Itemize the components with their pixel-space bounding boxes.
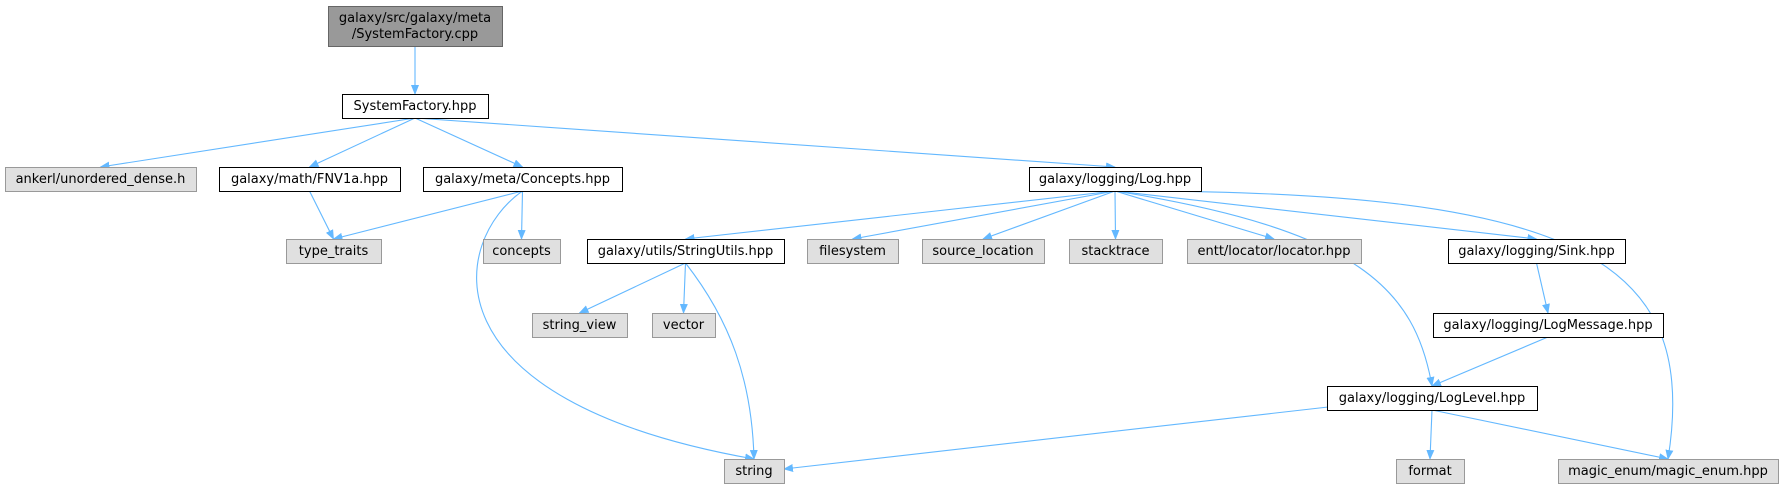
edge-log_hpp-to-filesystem (851, 190, 1116, 242)
edge-concepts_hpp-to-type_traits (332, 190, 523, 241)
edge-loglevel-to-string (783, 405, 1338, 472)
node-label: type_traits (299, 244, 369, 259)
node-logmessage[interactable]: galaxy/logging/LogMessage.hpp (1433, 313, 1664, 338)
node-stacktrace: stacktrace (1069, 239, 1163, 264)
node-type_traits: type_traits (286, 239, 382, 264)
node-label: galaxy/utils/StringUtils.hpp (598, 244, 774, 259)
edge-fnv1a-to-type_traits (309, 190, 334, 240)
node-box (1396, 459, 1465, 484)
edge-log_hpp-to-stacktrace (1111, 190, 1120, 240)
edge-systemfactory_hpp-to-log_hpp (414, 117, 1116, 171)
edge-sink-to-logmessage (1535, 262, 1550, 314)
node-label: magic_enum/magic_enum.hpp (1568, 464, 1768, 479)
node-box (922, 239, 1045, 264)
node-label: string (735, 464, 772, 479)
node-log_hpp[interactable]: galaxy/logging/Log.hpp (1029, 167, 1202, 192)
node-label: concepts (492, 244, 551, 259)
node-label: galaxy/meta/Concepts.hpp (435, 172, 610, 187)
node-box (1327, 386, 1538, 411)
node-concepts: concepts (483, 239, 561, 264)
node-stringutils[interactable]: galaxy/utils/StringUtils.hpp (587, 239, 785, 264)
node-label: vector (663, 318, 705, 333)
node-box (1448, 239, 1626, 264)
edge-stringutils-to-vector (679, 262, 688, 314)
node-fnv1a[interactable]: galaxy/math/FNV1a.hpp (219, 167, 401, 192)
node-box (328, 6, 503, 47)
node-label: source_location (932, 244, 1033, 259)
node-magic_enum: magic_enum/magic_enum.hpp (1558, 459, 1779, 484)
edge-loglevel-to-format (1426, 409, 1435, 460)
node-box (483, 239, 561, 264)
edge-log_hpp-to-stringutils (684, 190, 1116, 242)
node-box (1069, 239, 1163, 264)
edge-concepts_hpp-to-string (476, 190, 755, 462)
node-label: galaxy/src/galaxy/meta (339, 11, 491, 26)
node-label: ankerl/unordered_dense.h (16, 172, 186, 187)
node-label: galaxy/logging/Sink.hpp (1458, 244, 1615, 259)
node-box (1029, 167, 1202, 192)
node-label: galaxy/logging/LogLevel.hpp (1339, 391, 1526, 406)
edge-logmessage-to-loglevel (1431, 336, 1549, 387)
node-label: format (1408, 464, 1451, 479)
edge-loglevel-to-magic_enum (1431, 409, 1669, 462)
node-label: stacktrace (1081, 244, 1149, 259)
node-label: string_view (543, 318, 617, 333)
edge-concepts_hpp-to-concepts (517, 190, 526, 240)
node-loglevel[interactable]: galaxy/logging/LogLevel.hpp (1327, 386, 1538, 411)
node-box (1187, 239, 1362, 264)
edge-systemfactory_hpp-to-fnv1a (308, 117, 416, 168)
node-label: /SystemFactory.cpp (352, 27, 478, 42)
node-label: SystemFactory.hpp (354, 99, 477, 114)
node-box (807, 239, 899, 264)
node-box (1433, 313, 1664, 338)
node-systemfactory_hpp[interactable]: SystemFactory.hpp (342, 94, 489, 119)
node-label: galaxy/logging/LogMessage.hpp (1443, 318, 1652, 333)
node-box (724, 459, 785, 484)
node-string_view: string_view (532, 313, 628, 338)
edge-stringutils-to-string (685, 262, 758, 460)
node-vector: vector (652, 313, 716, 338)
node-sink[interactable]: galaxy/logging/Sink.hpp (1448, 239, 1626, 264)
node-root[interactable]: galaxy/src/galaxy/meta/SystemFactory.cpp (328, 6, 503, 47)
node-box (532, 313, 628, 338)
edge-log_hpp-to-source_location (982, 190, 1116, 240)
node-label: galaxy/math/FNV1a.hpp (231, 172, 388, 187)
node-box (219, 167, 401, 192)
node-label: galaxy/logging/Log.hpp (1039, 172, 1191, 187)
node-box (286, 239, 382, 264)
node-box (342, 94, 489, 119)
edge-systemfactory_hpp-to-unordered_dense (99, 117, 416, 170)
node-label: filesystem (819, 244, 886, 259)
node-box (423, 167, 623, 192)
node-source_location: source_location (922, 239, 1045, 264)
nodes-layer: galaxy/src/galaxy/meta/SystemFactory.cpp… (5, 6, 1779, 484)
node-locator: entt/locator/locator.hpp (1187, 239, 1362, 264)
node-format: format (1396, 459, 1465, 484)
edge-systemfactory_hpp-to-concepts_hpp (414, 117, 524, 168)
edge-log_hpp-to-loglevel (1114, 190, 1435, 387)
node-string: string (724, 459, 785, 484)
node-box (5, 167, 197, 192)
edge-log_hpp-to-sink (1114, 190, 1538, 242)
edge-stringutils-to-string_view (578, 262, 686, 314)
node-box (1558, 459, 1779, 484)
node-filesystem: filesystem (807, 239, 899, 264)
node-unordered_dense: ankerl/unordered_dense.h (5, 167, 197, 192)
node-concepts_hpp[interactable]: galaxy/meta/Concepts.hpp (423, 167, 623, 192)
node-box (652, 313, 716, 338)
edge-log_hpp-to-locator (1114, 190, 1275, 241)
node-box (587, 239, 785, 264)
node-label: entt/locator/locator.hpp (1197, 244, 1350, 259)
